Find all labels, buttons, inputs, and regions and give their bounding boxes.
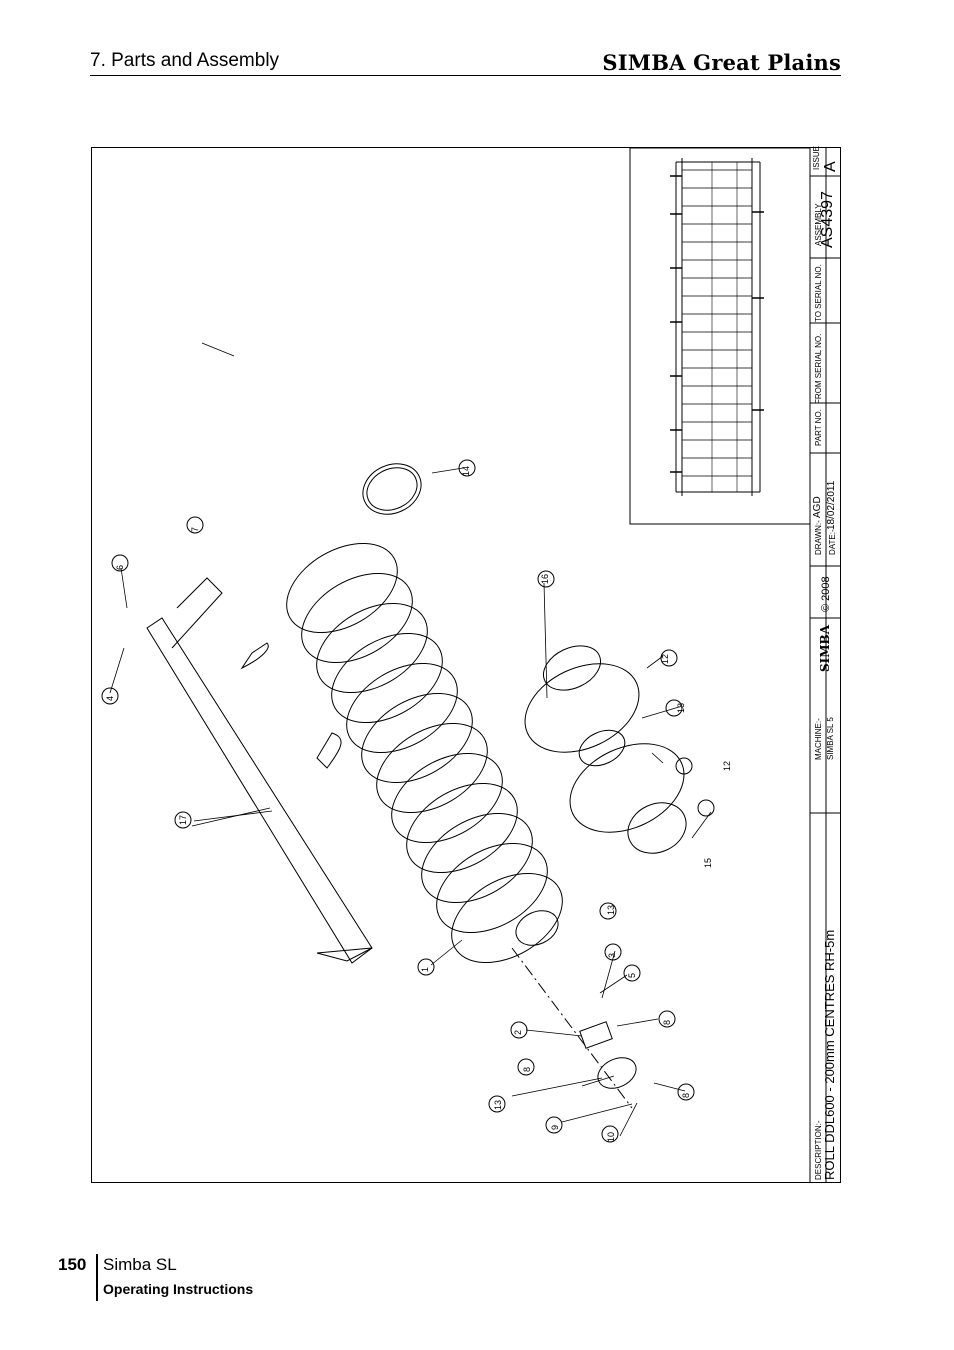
copyright: © 2008: [820, 576, 832, 612]
machine-label: MACHINE:-: [814, 718, 823, 760]
from-serial-label: FROM SERIAL NO.: [814, 333, 823, 404]
callout-7: 7: [190, 526, 200, 532]
overview-roll-thumbnail: [675, 158, 761, 496]
callout-12a: 12: [660, 653, 670, 664]
to-serial-label: TO SERIAL NO.: [814, 264, 823, 322]
callout-9: 9: [550, 1124, 560, 1130]
callout-2: 2: [513, 1029, 523, 1035]
footer-product: Simba SL: [103, 1255, 177, 1274]
callout-circles: [101, 459, 715, 1143]
callout-8a: 8: [522, 1066, 532, 1072]
drawn-value: AGD: [812, 496, 823, 518]
assembly-value: AS4397: [819, 191, 836, 248]
callout-8c: 8: [681, 1092, 691, 1098]
footer-subtitle: Operating Instructions: [103, 1281, 254, 1297]
callout-13: 13: [606, 904, 616, 915]
callout-4: 4: [105, 695, 115, 701]
callout-8b: 8: [662, 1019, 672, 1025]
overview-roll-rings: [682, 169, 752, 477]
callout-15: 15: [703, 857, 713, 868]
header-divider: [90, 75, 841, 76]
callout-10: 10: [606, 1131, 616, 1142]
roll-discs: [286, 542, 563, 964]
callout-14: 14: [461, 465, 471, 476]
issue-value: A: [822, 161, 839, 172]
callout-17: 17: [178, 814, 188, 825]
callout-leaders: [109, 342, 712, 1137]
simba-logo: SIMBA: [818, 624, 832, 672]
part-no-label: PART NO.: [814, 409, 823, 446]
drawing-frame: [91, 147, 841, 1183]
page-number: 150: [58, 1255, 87, 1274]
issue-label: ISSUE: [812, 145, 821, 170]
section-title: 7. Parts and Assembly: [90, 50, 280, 71]
description-value: ROLL DDL600 - 200mm CENTRES RH-5m: [822, 929, 837, 1180]
footer-divider: [96, 1254, 98, 1301]
date-value: 18/02/2011: [826, 480, 837, 530]
machine-value: SIMBA SL 5: [826, 717, 835, 760]
exploded-parts-drawing: [101, 148, 840, 1182]
date-label: DATE:-: [828, 529, 837, 555]
callout-16: 16: [540, 573, 550, 584]
overview-brackets: [670, 175, 764, 473]
drawn-label: DRAWN:-: [814, 520, 823, 555]
callout-11: 13: [493, 1099, 503, 1110]
callout-3: 3: [607, 952, 617, 958]
brand-logo: SIMBA Great Plains: [602, 50, 841, 75]
callout-18: 18: [676, 702, 686, 713]
callout-6: 6: [115, 564, 125, 570]
callout-1: 1: [420, 966, 430, 972]
callout-5: 5: [627, 972, 637, 978]
callout-12b: 12: [722, 760, 732, 771]
